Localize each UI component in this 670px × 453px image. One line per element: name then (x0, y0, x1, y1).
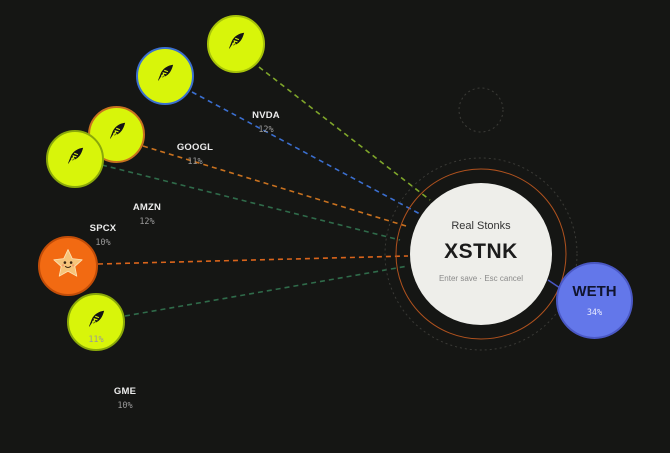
feather-icon (152, 61, 178, 92)
asset-node-spcx[interactable] (38, 236, 98, 296)
token-name: Real Stonks (451, 219, 511, 232)
asset-percent: 11% (88, 335, 104, 345)
feather-icon (62, 144, 88, 175)
placeholder-slot[interactable] (458, 87, 504, 133)
label-googl: GOOGL 11% (155, 142, 235, 167)
asset-percent: 10% (95, 238, 111, 248)
token-ticker[interactable]: XSTNK (444, 239, 518, 263)
asset-percent: 12% (258, 125, 274, 135)
label-gme: GME 10% (85, 386, 165, 411)
label-amzn: AMZN 12% (107, 202, 187, 227)
weth-symbol: WETH (572, 283, 617, 300)
asset-symbol: SPCX (89, 223, 117, 234)
weth-node[interactable]: WETH 34% (556, 262, 633, 339)
center-token-editor[interactable]: Real Stonks XSTNK Enter save · Esc cance… (410, 183, 552, 325)
asset-node-amzn[interactable] (46, 130, 104, 188)
link-line (191, 91, 421, 215)
label-nvda: NVDA 12% (226, 110, 306, 135)
link-line (97, 255, 409, 265)
outer-ring-dotted (384, 157, 578, 351)
asset-node-nvda[interactable] (207, 15, 265, 73)
outer-ring (395, 168, 567, 340)
asset-symbol: GME (113, 386, 137, 397)
feather-icon (223, 29, 249, 60)
label-lower: 11% (56, 331, 136, 345)
asset-node-lower[interactable] (67, 293, 125, 351)
link-line (258, 66, 431, 201)
feather-icon (104, 119, 130, 150)
asset-symbol: AMZN (132, 202, 162, 213)
link-line (142, 145, 407, 227)
link-line (101, 164, 401, 241)
asset-symbol: NVDA (252, 110, 280, 121)
weth-percent: 34% (586, 308, 603, 318)
star-icon (51, 247, 85, 286)
asset-node-blue-ring[interactable] (136, 47, 194, 105)
link-line (124, 265, 409, 317)
asset-percent: 11% (187, 157, 203, 167)
asset-percent: 12% (139, 217, 155, 227)
feather-icon (83, 307, 109, 338)
asset-symbol: GOOGL (176, 142, 214, 153)
asset-percent: 10% (117, 401, 133, 411)
label-spcx: SPCX 10% (63, 223, 143, 248)
keyboard-hint: Enter save · Esc cancel (438, 273, 524, 283)
